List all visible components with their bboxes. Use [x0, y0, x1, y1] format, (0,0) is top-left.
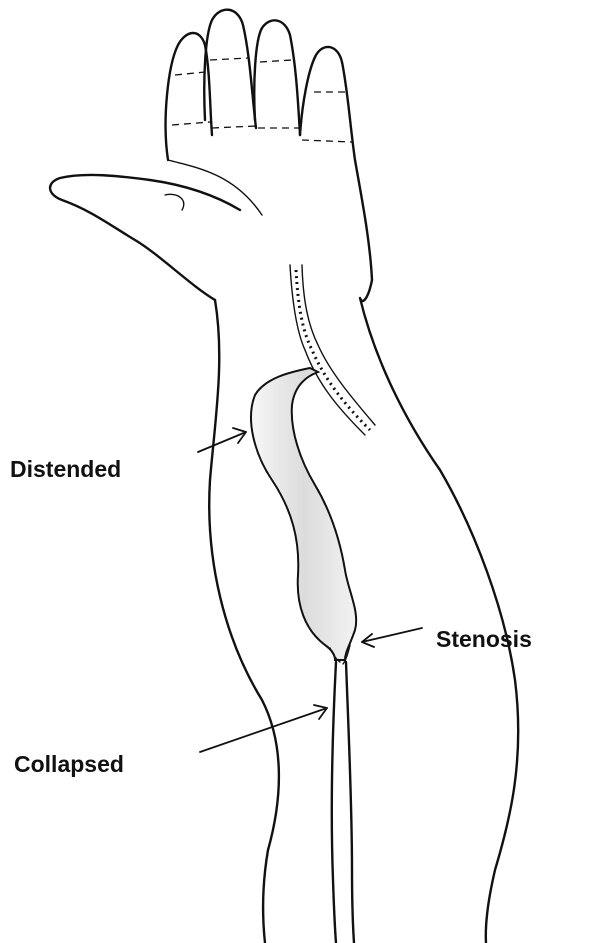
artery: [290, 265, 375, 435]
label-collapsed: Collapsed: [14, 751, 124, 777]
stenosis-arrow: [362, 628, 422, 647]
collapsed-arrow: [200, 705, 327, 752]
distended-arrow: [198, 428, 246, 452]
label-distended: Distended: [10, 456, 121, 482]
distended-vein-segment: [251, 368, 356, 660]
label-stenosis: Stenosis: [436, 626, 532, 652]
